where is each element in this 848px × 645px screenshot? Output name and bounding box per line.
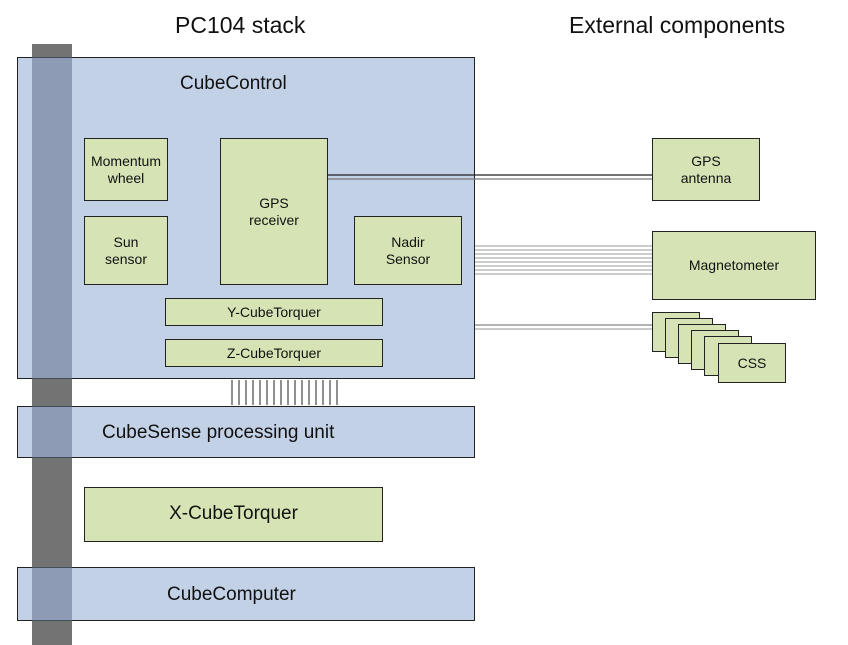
nadir-sensor-box: Nadir Sensor [354,216,462,285]
nadir-sensor-label: Nadir Sensor [385,233,431,267]
pc104-rod-overlay-cubesense [32,406,72,458]
gps-antenna-box: GPS antenna [652,138,760,201]
magnetometer-bus [475,245,652,275]
pc104-rod-overlay-cubecontrol [32,57,72,379]
pc104-rod-overlay-cubecomputer [32,567,72,621]
pc104-stack-heading: PC104 stack [175,12,306,38]
momentum-wheel-label: Momentum wheel [90,152,162,186]
css-box: CSS [718,343,786,383]
z-cubetorquer-box: Z-CubeTorquer [165,339,383,367]
y-cubetorquer-label: Y-CubeTorquer [227,303,321,320]
z-cubetorquer-label: Z-CubeTorquer [226,344,322,361]
cubecontrol-title: CubeControl [180,73,287,94]
gps-receiver-box: GPS receiver [220,138,328,285]
sun-sensor-label: Sun sensor [104,233,148,267]
gps-receiver-label: GPS receiver [249,194,299,228]
cubecomputer-board: CubeComputer [17,567,475,621]
x-cubetorquer-box: X-CubeTorquer [84,487,383,542]
css-cable [475,324,652,330]
x-cubetorquer-label: X-CubeTorquer [169,503,298,525]
board-connector [231,380,338,405]
momentum-wheel-box: Momentum wheel [84,138,168,201]
magnetometer-label: Magnetometer [688,257,780,274]
sun-sensor-box: Sun sensor [84,216,168,285]
gps-cable [328,174,652,180]
css-label: CSS [737,354,767,371]
external-components-heading: External components [569,12,786,38]
cubesense-title: CubeSense processing unit [102,422,335,443]
y-cubetorquer-box: Y-CubeTorquer [165,298,383,326]
cubesense-board: CubeSense processing unit [17,406,475,458]
magnetometer-box: Magnetometer [652,231,816,300]
gps-antenna-label: GPS antenna [680,152,732,186]
cubecomputer-title: CubeComputer [167,584,296,605]
